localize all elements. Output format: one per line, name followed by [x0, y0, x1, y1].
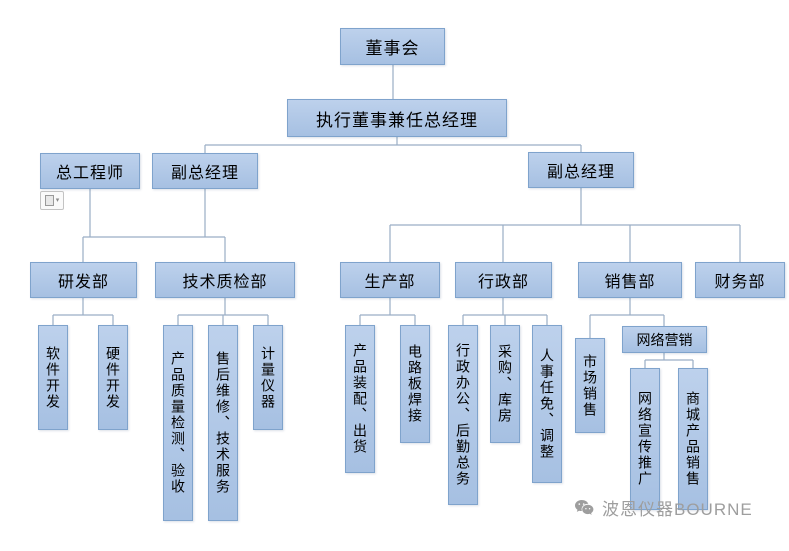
watermark-text: 波恩仪器BOURNE	[602, 500, 753, 519]
org-node-dept-qc[interactable]: 技术质检部	[155, 262, 295, 298]
watermark: 波恩仪器BOURNE	[572, 495, 753, 520]
org-node-team-online-marketing-label: 网络营销	[636, 331, 693, 348]
org-node-team-hardware-label: 硬件开发	[105, 345, 121, 410]
org-node-team-admin-office-label: 行政办公、后勤总务	[455, 343, 471, 487]
org-node-dept-production-label: 生产部	[364, 274, 416, 291]
org-node-chief-engineer[interactable]: 总工程师	[40, 153, 140, 189]
org-node-team-hardware[interactable]: 硬件开发	[98, 325, 128, 430]
org-node-team-admin-office[interactable]: 行政办公、后勤总务	[448, 325, 478, 505]
org-node-team-quality-test[interactable]: 产品质量检测、验收	[163, 325, 193, 521]
org-node-team-mall-sales-label: 商城产品销售	[685, 391, 701, 487]
org-node-team-pcb[interactable]: 电路板焊接	[400, 325, 430, 443]
org-node-team-instruments-label: 计量仪器	[260, 345, 276, 410]
org-node-dept-qc-label: 技术质检部	[182, 274, 268, 291]
org-node-dept-sales[interactable]: 销售部	[578, 262, 682, 298]
paste-options-icon[interactable]	[40, 191, 64, 210]
org-node-team-software-label: 软件开发	[45, 345, 61, 410]
org-node-team-hr-label: 人事任免、调整	[539, 348, 555, 460]
org-node-gm[interactable]: 执行董事兼任总经理	[287, 99, 507, 137]
org-node-team-hr[interactable]: 人事任免、调整	[532, 325, 562, 483]
org-node-dept-finance[interactable]: 财务部	[695, 262, 785, 298]
org-node-team-online-promo-label: 网络宣传推广	[637, 391, 653, 487]
org-node-dept-production[interactable]: 生产部	[340, 262, 440, 298]
org-node-chief-engineer-label: 总工程师	[55, 165, 124, 182]
wechat-icon	[575, 499, 594, 515]
org-node-board-label: 董事会	[365, 39, 420, 58]
org-node-team-assembly[interactable]: 产品装配、出货	[345, 325, 375, 473]
org-node-deputy-gm-left-label: 副总经理	[170, 165, 239, 182]
org-node-team-purchasing[interactable]: 采购、库房	[490, 325, 520, 443]
org-node-deputy-gm-left[interactable]: 副总经理	[152, 153, 258, 189]
org-node-dept-admin-label: 行政部	[477, 274, 529, 291]
org-node-team-purchasing-label: 采购、库房	[497, 344, 513, 424]
org-node-team-quality-test-label: 产品质量检测、验收	[170, 351, 186, 495]
org-node-team-mall-sales[interactable]: 商城产品销售	[678, 368, 708, 510]
org-node-board[interactable]: 董事会	[340, 28, 445, 65]
org-node-team-instruments[interactable]: 计量仪器	[253, 325, 283, 430]
org-node-team-software[interactable]: 软件开发	[38, 325, 68, 430]
org-node-team-pcb-label: 电路板焊接	[407, 344, 423, 424]
org-node-dept-sales-label: 销售部	[604, 274, 656, 291]
org-node-gm-label: 执行董事兼任总经理	[316, 110, 478, 130]
org-node-dept-finance-label: 财务部	[714, 274, 766, 291]
org-node-team-online-promo[interactable]: 网络宣传推广	[630, 368, 660, 510]
org-node-team-market-sales-label: 市场销售	[582, 353, 598, 418]
org-node-dept-rd-label: 研发部	[57, 274, 109, 291]
org-node-deputy-gm-right-label: 副总经理	[546, 164, 615, 181]
org-node-team-after-sales-label: 售后维修、技术服务	[215, 351, 231, 495]
org-node-dept-rd[interactable]: 研发部	[30, 262, 137, 298]
org-node-dept-admin[interactable]: 行政部	[455, 262, 552, 298]
org-node-team-assembly-label: 产品装配、出货	[352, 343, 368, 455]
org-node-team-after-sales[interactable]: 售后维修、技术服务	[208, 325, 238, 521]
org-node-deputy-gm-right[interactable]: 副总经理	[528, 152, 634, 188]
org-node-team-online-marketing[interactable]: 网络营销	[622, 326, 707, 353]
org-node-team-market-sales[interactable]: 市场销售	[575, 338, 605, 433]
